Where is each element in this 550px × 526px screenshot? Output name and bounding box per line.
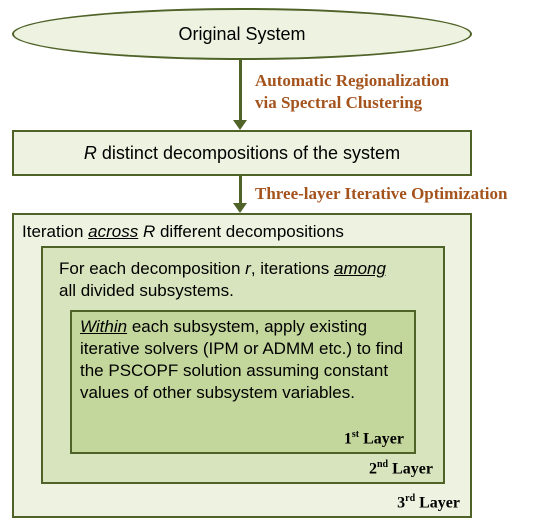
layer-3-text-b: different decompositions bbox=[155, 222, 344, 241]
layer-1-text: Within each subsystem, apply existing it… bbox=[80, 316, 408, 404]
layer-3-text-a: Iteration bbox=[22, 222, 89, 241]
arrow-1-head bbox=[233, 120, 247, 130]
layer-3-label-num: 3 bbox=[397, 494, 406, 511]
layer-2-var: r bbox=[245, 259, 251, 278]
regionalization-line-1: Automatic Regionalization bbox=[255, 71, 450, 90]
layer-2-text-a: For each decomposition bbox=[59, 259, 246, 278]
layer-1-label-word: Layer bbox=[359, 430, 404, 447]
layer-3-emph: across bbox=[88, 222, 139, 241]
layer-2-label-word: Layer bbox=[388, 460, 433, 477]
layer-2-label-num: 2 bbox=[369, 460, 377, 477]
arrow-2-head bbox=[233, 203, 247, 213]
arrow-2-shaft bbox=[239, 176, 242, 205]
layer-2-label: 2nd Layer bbox=[369, 459, 433, 478]
layer-3-label-sup: rd bbox=[405, 492, 416, 504]
regionalization-label: Automatic Regionalization via Spectral C… bbox=[255, 70, 449, 114]
regionalization-line-2: via Spectral Clustering bbox=[255, 93, 423, 112]
decompositions-text: distinct decompositions of the system bbox=[96, 142, 401, 163]
arrow-1-shaft bbox=[239, 60, 242, 122]
layer-2-text: For each decomposition r, iterations amo… bbox=[59, 258, 429, 302]
layer-2-label-sup: nd bbox=[377, 458, 389, 470]
optimization-line: Three-layer Iterative Optimization bbox=[255, 184, 508, 203]
layer-1-box: Within each subsystem, apply existing it… bbox=[70, 310, 416, 454]
layer-3-var: R bbox=[138, 222, 156, 241]
layer-2-text-c: all divided subsystems. bbox=[59, 281, 234, 300]
optimization-label: Three-layer Iterative Optimization bbox=[255, 183, 507, 205]
layer-2-text-b: , iterations bbox=[250, 259, 334, 278]
layer-3-label-word: Layer bbox=[415, 494, 460, 511]
original-system-node: Original System bbox=[12, 8, 472, 60]
layer-1-text-a: each subsystem, apply existing iterative… bbox=[80, 317, 404, 402]
layer-1-label: 1st Layer bbox=[344, 429, 404, 448]
original-system-label: Original System bbox=[178, 23, 306, 44]
decompositions-var: R bbox=[83, 142, 97, 163]
layer-2-emph: among bbox=[333, 259, 386, 278]
layer-1-emph: Within bbox=[80, 317, 128, 336]
layer-1-label-num: 1 bbox=[343, 430, 352, 447]
decompositions-label: R distinct decompositions of the system bbox=[84, 143, 400, 164]
decompositions-node: R distinct decompositions of the system bbox=[12, 130, 472, 176]
layer-3-label: 3rd Layer bbox=[397, 493, 460, 512]
layer-1-label-sup: st bbox=[351, 428, 360, 440]
layer-3-text: Iteration across R different decompositi… bbox=[22, 221, 462, 243]
